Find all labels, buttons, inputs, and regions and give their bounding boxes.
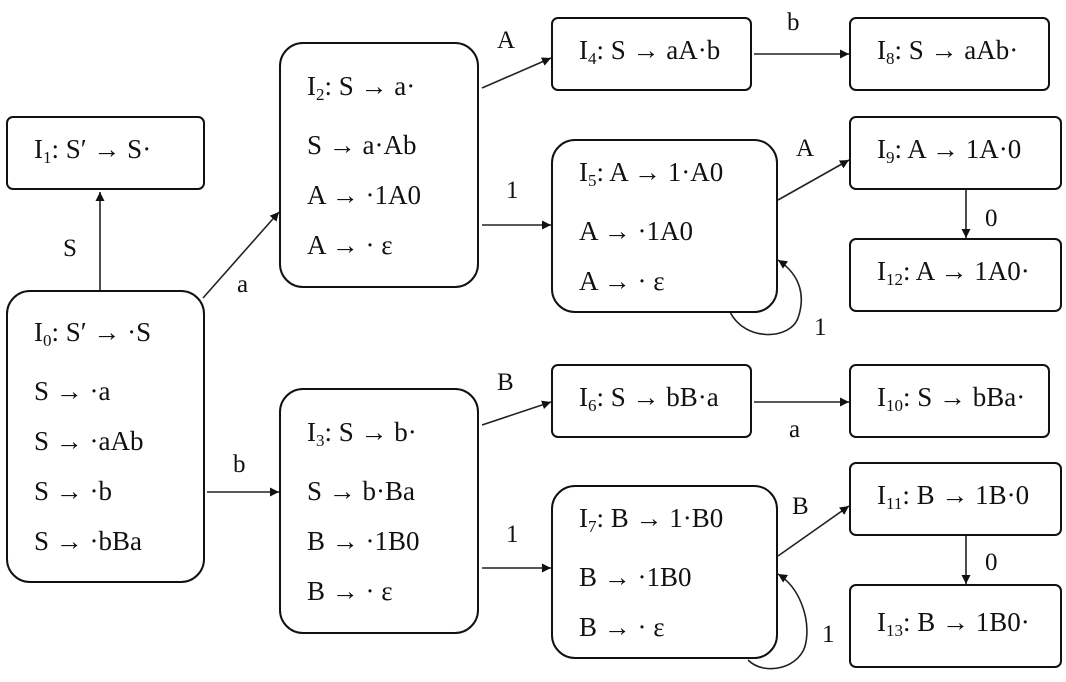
state-I1: I1: S′ → S· bbox=[6, 116, 205, 190]
state-I13: I13: B → 1B0· bbox=[849, 584, 1062, 668]
state-I7-item-2: B → · ε bbox=[579, 611, 665, 642]
state-I4-item: I4: S → aA·b bbox=[579, 34, 721, 68]
state-I7-item-0: I7: B → 1·B0 bbox=[579, 502, 724, 536]
edge-I3-I6 bbox=[481, 400, 552, 426]
state-I1-item: I1: S′ → S· bbox=[34, 133, 152, 167]
state-I3-item-0: I3: S → b· bbox=[307, 416, 417, 450]
label-I5-I9: A bbox=[796, 135, 815, 162]
label-I5-I5: 1 bbox=[814, 314, 827, 341]
edge-I7-I11 bbox=[777, 505, 850, 557]
state-I7: I7: B → 1·B0 B → ·1B0 B → · ε bbox=[551, 485, 778, 659]
state-I6-item: I6: S → bB·a bbox=[579, 381, 719, 415]
state-I11-item: I11: B → 1B·0 bbox=[877, 479, 1030, 513]
state-I8: I8: S → aAb· bbox=[849, 17, 1050, 91]
edge-I0-I2 bbox=[202, 211, 280, 299]
state-I9-item: I9: A → 1A·0 bbox=[877, 133, 1022, 167]
state-I5-item-0: I5: A → 1·A0 bbox=[579, 156, 724, 190]
label-I3-I6: B bbox=[497, 369, 514, 396]
edge-I5-I9 bbox=[777, 159, 850, 201]
state-I3-item-3: B → · ε bbox=[307, 575, 393, 606]
state-I3: I3: S → b· S → b·Ba B → ·1B0 B → · ε bbox=[279, 388, 479, 634]
state-I4: I4: S → aA·b bbox=[551, 17, 752, 91]
label-I2-I5: 1 bbox=[506, 177, 519, 204]
edge-I5-I5-loop bbox=[729, 259, 803, 336]
state-I2-item-2: A → ·1A0 bbox=[307, 179, 421, 210]
state-I10: I10: S → bBa· bbox=[849, 364, 1050, 438]
label-I4-I8: b bbox=[787, 9, 800, 36]
label-I3-I7: 1 bbox=[506, 521, 519, 548]
state-I9: I9: A → 1A·0 bbox=[849, 116, 1062, 190]
state-I3-item-2: B → ·1B0 bbox=[307, 525, 420, 556]
state-I0: I0: S′ → ·S S → ·a S → ·aAb S → ·b S → ·… bbox=[6, 290, 205, 583]
label-I7-I11: B bbox=[792, 493, 809, 520]
state-I2-item-1: S → a·Ab bbox=[307, 129, 417, 160]
label-I11-I13: 0 bbox=[985, 549, 998, 576]
state-I8-item: I8: S → aAb· bbox=[877, 34, 1019, 68]
state-I2-item-3: A → · ε bbox=[307, 229, 393, 260]
label-I2-I4: A bbox=[497, 27, 516, 54]
edge-I7-I7-loop bbox=[747, 573, 808, 670]
state-I12-item: I12: A → 1A0· bbox=[877, 255, 1030, 289]
state-I0-item-1: S → ·a bbox=[34, 376, 111, 406]
state-I0-item-2: S → ·aAb bbox=[34, 426, 144, 456]
label-I6-I10: a bbox=[789, 416, 801, 443]
state-I5-item-1: A → ·1A0 bbox=[579, 215, 693, 246]
state-I0-item-3: S → ·b bbox=[34, 476, 113, 506]
label-I0-I1: S bbox=[63, 235, 77, 262]
label-I0-I2: a bbox=[237, 271, 249, 298]
state-I12: I12: A → 1A0· bbox=[849, 238, 1062, 312]
state-I0-item-0: I0: S′ → ·S bbox=[34, 317, 152, 350]
state-I2-item-0: I2: S → a· bbox=[307, 70, 416, 104]
label-I9-I12: 0 bbox=[985, 205, 998, 232]
state-I3-item-1: S → b·Ba bbox=[307, 475, 415, 506]
state-I11: I11: B → 1B·0 bbox=[849, 462, 1062, 536]
label-I7-I7: 1 bbox=[822, 621, 835, 648]
label-I0-I3: b bbox=[233, 451, 246, 478]
state-I5-item-2: A → · ε bbox=[579, 265, 665, 296]
state-I10-item: I10: S → bBa· bbox=[877, 381, 1026, 415]
state-I5: I5: A → 1·A0 A → ·1A0 A → · ε bbox=[551, 139, 778, 313]
state-I13-item: I13: B → 1B0· bbox=[877, 606, 1030, 640]
state-I2: I2: S → a· S → a·Ab A → ·1A0 A → · ε bbox=[279, 42, 479, 288]
state-I7-item-1: B → ·1B0 bbox=[579, 561, 692, 592]
state-I0-item-4: S → ·bBa bbox=[34, 526, 142, 556]
state-I6: I6: S → bB·a bbox=[551, 364, 752, 438]
edge-I2-I4 bbox=[481, 57, 552, 89]
